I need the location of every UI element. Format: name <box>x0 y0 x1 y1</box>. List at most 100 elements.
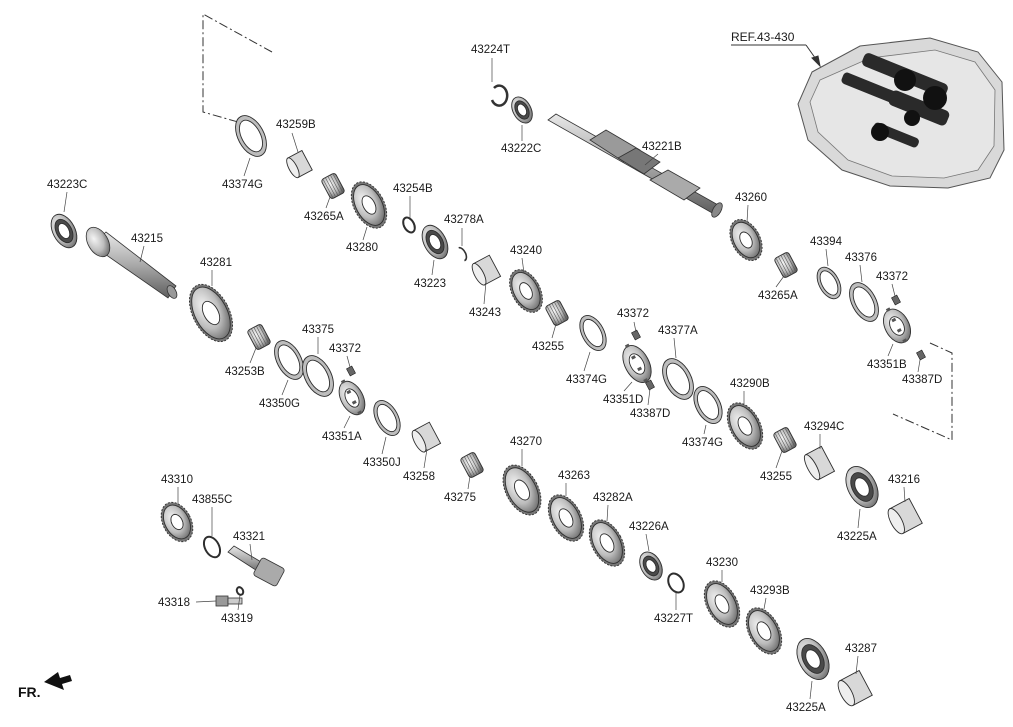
part-label-43223[interactable]: 43223 <box>414 278 446 290</box>
part-label-43222C[interactable]: 43222C <box>501 143 542 155</box>
part-label-43265A[interactable]: 43265A <box>758 290 798 302</box>
part-label-43225A[interactable]: 43225A <box>837 531 877 543</box>
part-label-43226A[interactable]: 43226A <box>629 521 669 533</box>
part-label-43281[interactable]: 43281 <box>200 257 232 269</box>
part-label-43374G[interactable]: 43374G <box>222 179 263 191</box>
bushing-43216 <box>887 497 923 535</box>
ref-label[interactable]: REF.43-430 <box>731 30 795 44</box>
part-label-43280[interactable]: 43280 <box>346 242 378 254</box>
part-label-43394[interactable]: 43394 <box>810 236 842 248</box>
leader-line <box>645 533 650 552</box>
gear-43240 <box>509 269 543 313</box>
part-label-43216[interactable]: 43216 <box>888 474 920 486</box>
gear-43290B <box>726 402 764 450</box>
gear-43310 <box>160 501 194 543</box>
part-label-43319[interactable]: 43319 <box>221 613 253 625</box>
key-43372-c <box>346 365 356 377</box>
part-label-43258[interactable]: 43258 <box>403 471 435 483</box>
ring-43350G <box>274 340 304 380</box>
part-label-43221B[interactable]: 43221B <box>642 141 682 153</box>
leader-line <box>139 245 145 263</box>
part-label-43265A[interactable]: 43265A <box>304 211 344 223</box>
bushing-43287 <box>837 669 873 707</box>
part-label-43282A[interactable]: 43282A <box>593 492 633 504</box>
part-label-43372[interactable]: 43372 <box>876 271 908 283</box>
leader-line <box>521 257 525 274</box>
part-label-43372[interactable]: 43372 <box>617 308 649 320</box>
needle-bearing-43255-a <box>545 300 569 326</box>
leader-line <box>633 321 637 333</box>
leader-line <box>647 388 651 406</box>
transmission-case-image <box>797 37 1005 189</box>
part-label-43350J[interactable]: 43350J <box>363 457 401 469</box>
part-label-43377A[interactable]: 43377A <box>658 325 698 337</box>
washer-43855C <box>202 535 222 559</box>
part-label-43318[interactable]: 43318 <box>158 597 190 609</box>
part-label-43260[interactable]: 43260 <box>735 192 767 204</box>
leader-line <box>291 132 299 153</box>
leader-line <box>195 600 217 603</box>
part-label-43230[interactable]: 43230 <box>706 557 738 569</box>
part-label-43255[interactable]: 43255 <box>532 341 564 353</box>
part-label-43321[interactable]: 43321 <box>233 531 265 543</box>
key-43372-b <box>631 329 641 341</box>
part-label-43270[interactable]: 43270 <box>510 436 542 448</box>
part-label-43351D[interactable]: 43351D <box>603 394 644 406</box>
part-label-43255[interactable]: 43255 <box>760 471 792 483</box>
ring-43350J <box>373 399 401 437</box>
leader-line <box>362 226 368 241</box>
input-shaft <box>547 113 723 218</box>
part-label-43215[interactable]: 43215 <box>131 233 163 245</box>
hub-43351B <box>882 307 912 344</box>
part-label-43259B[interactable]: 43259B <box>276 119 316 131</box>
bearing-43223 <box>421 224 449 260</box>
part-label-43293B[interactable]: 43293B <box>750 585 790 597</box>
part-label-43294C[interactable]: 43294C <box>804 421 845 433</box>
hub-43351A <box>338 379 366 416</box>
part-label-43225A[interactable]: 43225A <box>786 702 826 714</box>
ring-43394 <box>816 266 842 300</box>
bolt <box>215 595 243 607</box>
part-label-43263[interactable]: 43263 <box>558 470 590 482</box>
part-label-43310[interactable]: 43310 <box>161 474 193 486</box>
needle-bearing-43253B <box>247 324 271 350</box>
parts-layer <box>50 96 926 707</box>
bushing-43259B <box>286 149 313 179</box>
part-label-43351A[interactable]: 43351A <box>322 431 362 443</box>
needle-bearing-43275 <box>460 452 484 478</box>
part-label-43254B[interactable]: 43254B <box>393 183 433 195</box>
part-label-43351B[interactable]: 43351B <box>867 359 907 371</box>
part-label-43387D[interactable]: 43387D <box>630 408 671 420</box>
part-label-43243[interactable]: 43243 <box>469 307 501 319</box>
part-label-43387D[interactable]: 43387D <box>902 374 943 386</box>
leader-line <box>891 283 896 297</box>
leader-line <box>467 475 471 490</box>
part-label-43375[interactable]: 43375 <box>302 324 334 336</box>
part-label-43278A[interactable]: 43278A <box>444 214 484 226</box>
leader-line <box>763 597 767 610</box>
leader-line <box>917 359 921 373</box>
gear-43230 <box>703 580 741 628</box>
part-label-43350G[interactable]: 43350G <box>259 398 300 410</box>
clip-43278A <box>458 246 468 262</box>
part-label-43376[interactable]: 43376 <box>845 252 877 264</box>
part-label-43275[interactable]: 43275 <box>444 492 476 504</box>
part-label-43372[interactable]: 43372 <box>329 343 361 355</box>
part-label-43290B[interactable]: 43290B <box>730 378 770 390</box>
part-label-43253B[interactable]: 43253B <box>225 366 265 378</box>
leader-line <box>825 248 829 267</box>
part-label-43374G[interactable]: 43374G <box>566 374 607 386</box>
leader-line <box>775 450 783 469</box>
part-label-43374G[interactable]: 43374G <box>682 437 723 449</box>
part-label-43223C[interactable]: 43223C <box>47 179 88 191</box>
part-label-43227T[interactable]: 43227T <box>654 613 694 625</box>
bearing-43223C <box>50 213 78 249</box>
part-label-43240[interactable]: 43240 <box>510 245 542 257</box>
leader-line <box>809 680 813 700</box>
part-label-43855C[interactable]: 43855C <box>192 494 233 506</box>
part-label-43287[interactable]: 43287 <box>845 643 877 655</box>
part-label-43224T[interactable]: 43224T <box>471 44 511 56</box>
leader-line <box>606 504 609 522</box>
leader-line <box>249 543 253 561</box>
